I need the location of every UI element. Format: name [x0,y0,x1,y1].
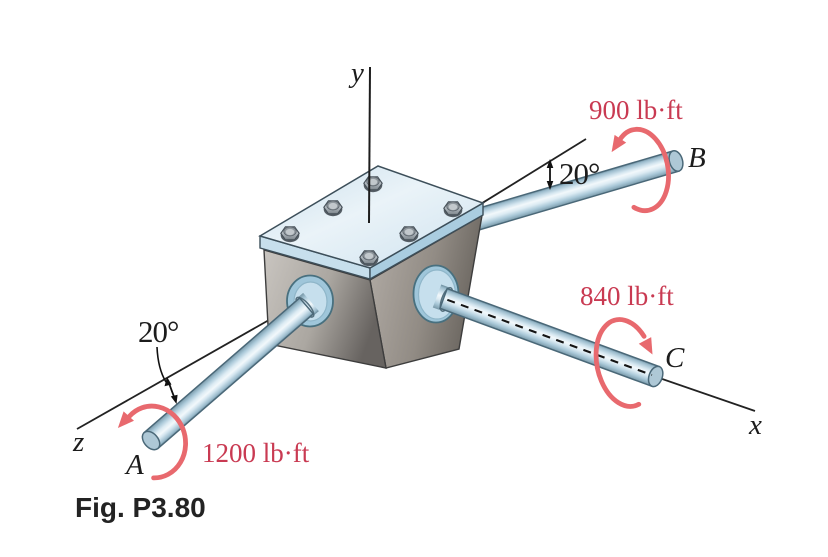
svg-text:900 lb·ft: 900 lb·ft [589,95,683,125]
svg-text:Fig. P3.80: Fig. P3.80 [75,492,206,523]
svg-text:z: z [72,426,84,458]
svg-text:840 lb·ft: 840 lb·ft [580,281,674,311]
svg-text:B: B [688,142,706,174]
svg-text:C: C [665,342,685,374]
svg-text:20°: 20° [138,314,178,349]
svg-text:1200 lb·ft: 1200 lb·ft [202,438,310,468]
svg-text:x: x [748,409,762,441]
svg-text:20°: 20° [559,156,599,191]
svg-text:y: y [348,57,364,89]
svg-text:A: A [124,449,144,481]
